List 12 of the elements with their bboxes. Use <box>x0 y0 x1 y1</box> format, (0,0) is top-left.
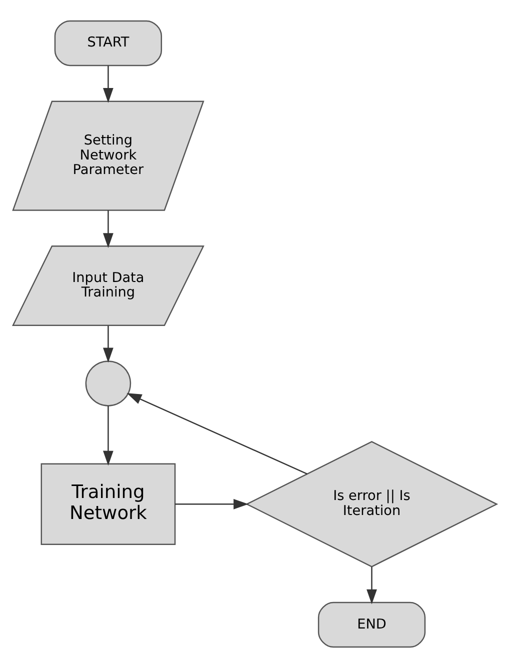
arrow <box>366 566 377 604</box>
arrow <box>103 65 114 102</box>
node-diamond: Is error || Is Iteration <box>245 440 498 567</box>
node-box: END <box>318 601 426 648</box>
arrow <box>126 392 308 474</box>
node-box: Training Network <box>40 462 176 544</box>
arrow <box>103 405 114 466</box>
arrow <box>103 210 114 248</box>
node-circle <box>85 360 132 406</box>
arrow <box>103 325 114 362</box>
arrow <box>175 498 248 509</box>
node-box: START <box>54 20 162 66</box>
